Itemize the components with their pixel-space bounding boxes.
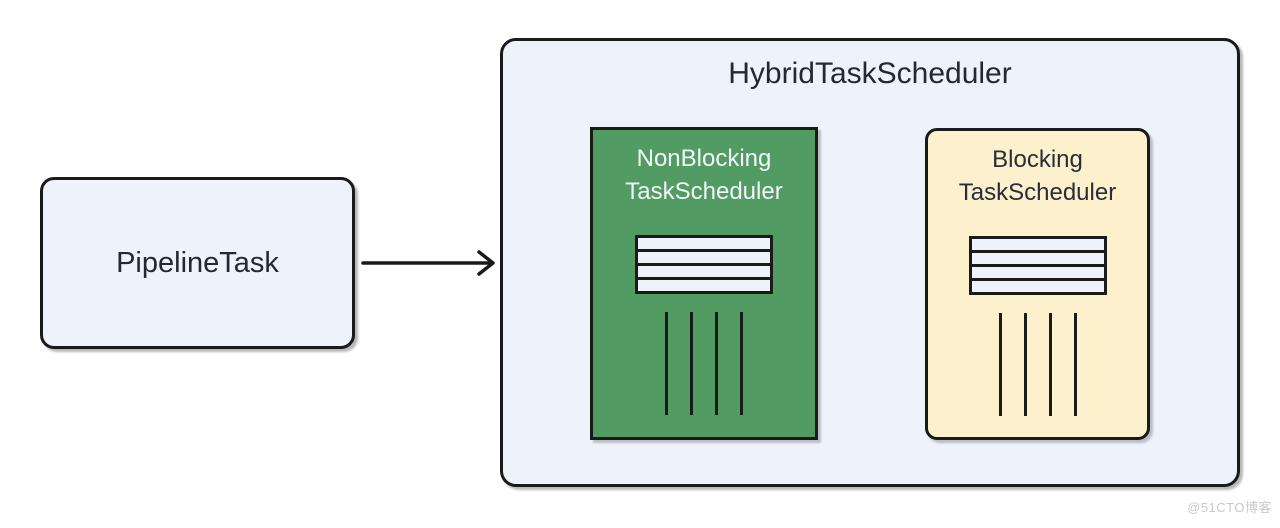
task-queue-icon xyxy=(968,236,1107,295)
flow-arrow-icon xyxy=(361,250,495,276)
hybrid-container-title: HybridTaskScheduler xyxy=(728,57,1012,90)
watermark: @51CTO博客 xyxy=(1187,500,1272,515)
scheduler-label-line2: TaskScheduler xyxy=(958,179,1117,206)
pipeline-task-node: PipelineTask xyxy=(40,177,355,349)
blocking-task-scheduler-node: Blocking TaskScheduler xyxy=(925,128,1150,440)
nonblocking-task-scheduler-node: NonBlocking TaskScheduler xyxy=(590,127,818,440)
pipeline-task-label: PipelineTask xyxy=(116,246,279,279)
hybrid-task-scheduler-container: HybridTaskScheduler NonBlocking TaskSche… xyxy=(500,38,1240,487)
scheduler-label: NonBlocking TaskScheduler xyxy=(625,142,782,208)
scheduler-label-line1: Blocking xyxy=(992,146,1083,173)
scheduler-label: Blocking TaskScheduler xyxy=(959,143,1116,209)
scheduler-label-line1: NonBlocking xyxy=(636,145,772,172)
worker-threads-icon xyxy=(998,313,1077,416)
worker-threads-icon xyxy=(665,312,743,415)
task-queue-icon xyxy=(635,235,773,294)
scheduler-label-line2: TaskScheduler xyxy=(625,178,783,205)
